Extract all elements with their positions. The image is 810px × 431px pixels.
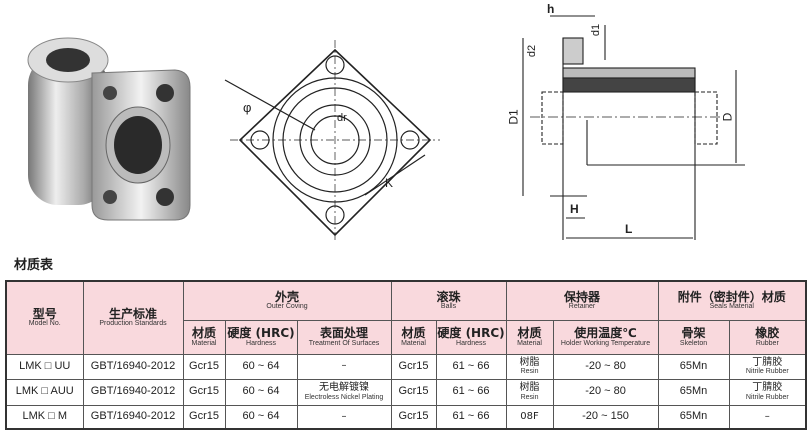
cell-ball-material: Gcr15 (390, 353, 437, 380)
cell-ball-material: Gcr15 (390, 404, 437, 430)
D-label: D (720, 112, 735, 122)
cell-outer-material: Gcr15 (182, 404, 226, 430)
cell-skeleton: 65Mn (657, 378, 730, 406)
cell-ball-hardness: 61 ~ 66 (435, 378, 507, 406)
h-label: h (547, 2, 555, 16)
cell-ball-material: Gcr15 (390, 378, 437, 406)
cell-rubber-cn: – (728, 404, 807, 430)
D1-label: D1 (506, 109, 521, 125)
cell-model: LMK □ UU (5, 353, 84, 380)
cell-temp: -20 ~ 150 (552, 404, 659, 430)
cell-model: LMK □ AUU (5, 378, 84, 406)
table-title: 材质表 (14, 258, 54, 273)
cell-standard: GBT/16940-2012 (82, 378, 184, 406)
cell-ball-hardness: 61 ~ 66 (435, 404, 507, 430)
dr-label: dr (337, 112, 347, 124)
cell-standard: GBT/16940-2012 (82, 404, 184, 430)
d2-label: d2 (526, 44, 539, 58)
cell-standard: GBT/16940-2012 (82, 353, 184, 380)
k-label: K (385, 176, 394, 190)
cell-temp: -20 ~ 80 (552, 378, 659, 406)
cell-treatment-cn: – (296, 353, 392, 380)
L-label: L (625, 222, 633, 236)
cell-outer-material: Gcr15 (182, 353, 226, 380)
cell-ball-hardness: 61 ~ 66 (435, 353, 507, 380)
product-photo (0, 15, 200, 230)
d1-label: d1 (590, 23, 603, 37)
cell-temp: -20 ~ 80 (552, 353, 659, 380)
subheader: 硬度 (HRC)Hardness (224, 319, 298, 355)
cell-outer-hardness: 60 ~ 64 (224, 353, 298, 380)
cell-skeleton: 65Mn (657, 404, 730, 430)
H-label: H (570, 202, 579, 216)
side-view-drawing: h d1 d2 D1 D H L (490, 0, 810, 250)
cell-skeleton: 65Mn (657, 353, 730, 380)
cell-outer-hardness: 60 ~ 64 (224, 404, 298, 430)
cell-ret-material-cn: 08F (505, 404, 554, 430)
cell-outer-material: Gcr15 (182, 378, 226, 406)
cell-model: LMK □ M (5, 404, 84, 430)
front-view-drawing: φ dr K (215, 30, 455, 245)
cell-treatment-cn: – (296, 404, 392, 430)
cell-outer-hardness: 60 ~ 64 (224, 378, 298, 406)
subheader: 硬度 (HRC)Hardness (435, 319, 507, 355)
phi-label: φ (243, 100, 252, 115)
